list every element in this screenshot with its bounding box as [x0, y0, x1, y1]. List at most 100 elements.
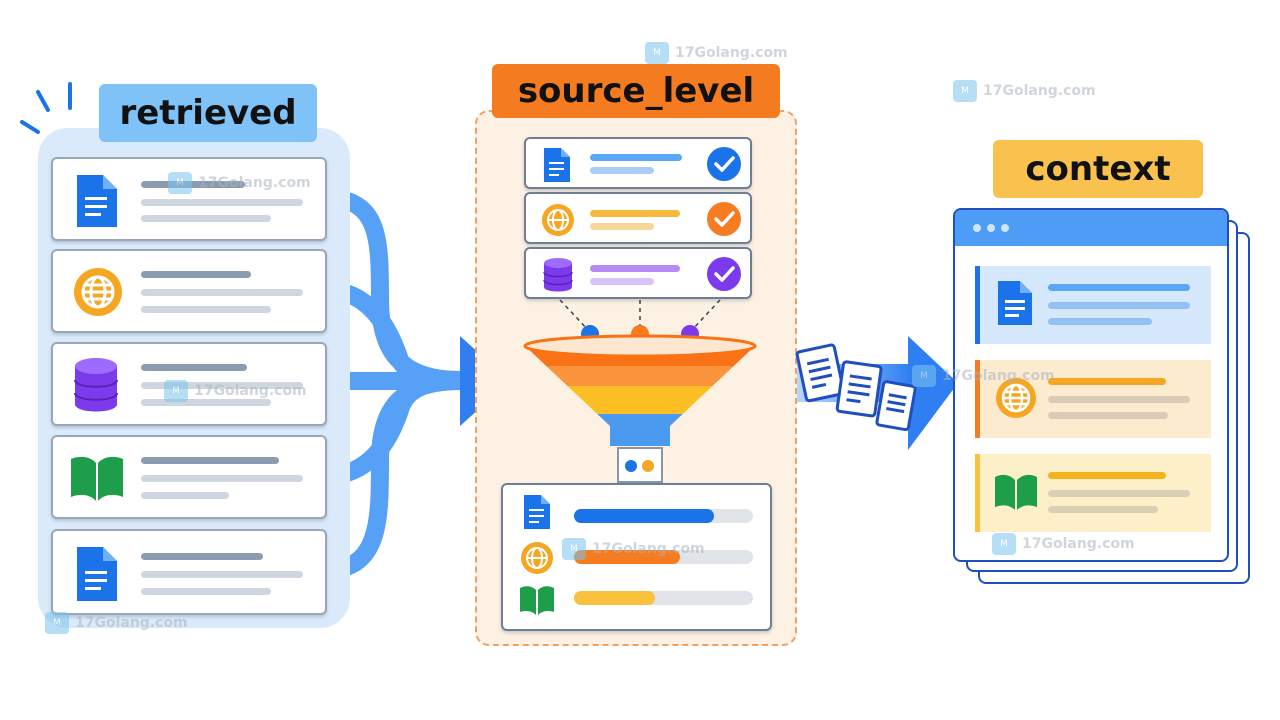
sparkle-icon [20, 82, 72, 134]
text-line [1048, 412, 1168, 419]
text-line [141, 588, 271, 595]
globe-icon [542, 204, 574, 236]
retrieved-card-5[interactable] [51, 529, 327, 615]
text-line [141, 399, 271, 406]
ranked-bar-fill-2 [574, 550, 680, 564]
funnel-graphic [523, 299, 757, 483]
text-line [1048, 318, 1152, 325]
window-dot [973, 224, 981, 232]
text-line [590, 167, 654, 174]
watermark-logo-icon: M [562, 538, 586, 560]
source-row-2[interactable] [524, 192, 752, 244]
document-icon [998, 281, 1032, 325]
source-level-label-text: source_level [517, 71, 755, 111]
watermark: M 17Golang.com [164, 380, 307, 402]
context-row-2[interactable] [975, 360, 1211, 438]
document-icon [544, 148, 570, 182]
text-line [1048, 472, 1166, 479]
text-line [141, 553, 263, 560]
source-level-label: source_level [492, 64, 780, 118]
text-line [141, 364, 247, 371]
documents-stack-icon [795, 343, 917, 432]
book-icon [71, 456, 123, 501]
retrieved-card-4[interactable] [51, 435, 327, 519]
context-row-1[interactable] [975, 266, 1211, 344]
text-line [141, 289, 303, 296]
globe-icon [74, 268, 122, 316]
watermark-text: 17Golang.com [75, 615, 188, 631]
window-dot [987, 224, 995, 232]
context-label: context [993, 140, 1203, 198]
ranked-bar-track-3 [574, 591, 753, 605]
output-dot-orange [642, 460, 654, 472]
output-dot-blue [625, 460, 637, 472]
database-icon [74, 358, 118, 412]
text-line [1048, 302, 1190, 309]
watermark-logo-icon: M [45, 612, 69, 634]
text-line [141, 199, 303, 206]
text-line [141, 181, 245, 188]
retrieved-card-1[interactable] [51, 157, 327, 241]
watermark: M 17Golang.com [562, 538, 705, 560]
text-line [141, 475, 303, 482]
watermark-logo-icon: M [164, 380, 188, 402]
globe-icon [521, 542, 553, 574]
watermark-text: 17Golang.com [1022, 536, 1135, 552]
ranked-bar-fill-1 [574, 509, 714, 523]
check-icon [707, 202, 741, 236]
window-dot [1001, 224, 1009, 232]
book-icon [520, 586, 554, 615]
ranked-bar-track-2 [574, 550, 753, 564]
watermark: M 17Golang.com [645, 42, 788, 64]
source-row-3[interactable] [524, 247, 752, 299]
text-line [1048, 490, 1190, 497]
text-line [141, 306, 271, 313]
arrow-head-right [908, 336, 958, 450]
document-icon [524, 495, 550, 529]
retrieved-label: retrieved [99, 84, 317, 142]
globe-icon [996, 378, 1036, 418]
text-line [141, 492, 229, 499]
watermark-logo-icon: M [953, 80, 977, 102]
ranked-bar-track-1 [574, 509, 753, 523]
text-line [590, 265, 680, 272]
check-icon [707, 147, 741, 181]
watermark: M 17Golang.com [45, 612, 188, 634]
check-icon [707, 257, 741, 291]
watermark-text: 17Golang.com [198, 175, 311, 191]
context-row-3[interactable] [975, 454, 1211, 532]
text-line [141, 215, 271, 222]
retrieved-label-text: retrieved [119, 93, 297, 133]
watermark-text: 17Golang.com [194, 383, 307, 399]
text-line [1048, 506, 1158, 513]
source-row-1[interactable] [524, 137, 752, 189]
watermark-text: 17Golang.com [942, 368, 1055, 384]
ranked-bar-fill-3 [574, 591, 655, 605]
watermark-logo-icon: M [645, 42, 669, 64]
watermark: M 17Golang.com [912, 365, 1055, 387]
text-line [590, 223, 654, 230]
database-icon [543, 258, 573, 292]
text-line [590, 154, 682, 161]
text-line [141, 382, 303, 389]
watermark-logo-icon: M [912, 365, 936, 387]
text-line [1048, 284, 1190, 291]
connector-5 [317, 372, 469, 579]
watermark-logo-icon: M [168, 172, 192, 194]
watermark-text: 17Golang.com [592, 541, 705, 557]
retrieved-card-3[interactable] [51, 342, 327, 426]
retrieved-card-2[interactable] [51, 249, 327, 333]
watermark-logo-icon: M [992, 533, 1016, 555]
funnel-spout [617, 447, 663, 483]
text-line [141, 457, 279, 464]
watermark: M 17Golang.com [953, 80, 1096, 102]
watermark-text: 17Golang.com [983, 83, 1096, 99]
watermark: M 17Golang.com [992, 533, 1135, 555]
text-line [1048, 396, 1190, 403]
text-line [590, 210, 680, 217]
text-line [590, 278, 654, 285]
text-line [1048, 378, 1166, 385]
book-icon [995, 474, 1037, 510]
context-window-titlebar [955, 210, 1227, 246]
text-line [141, 271, 251, 278]
